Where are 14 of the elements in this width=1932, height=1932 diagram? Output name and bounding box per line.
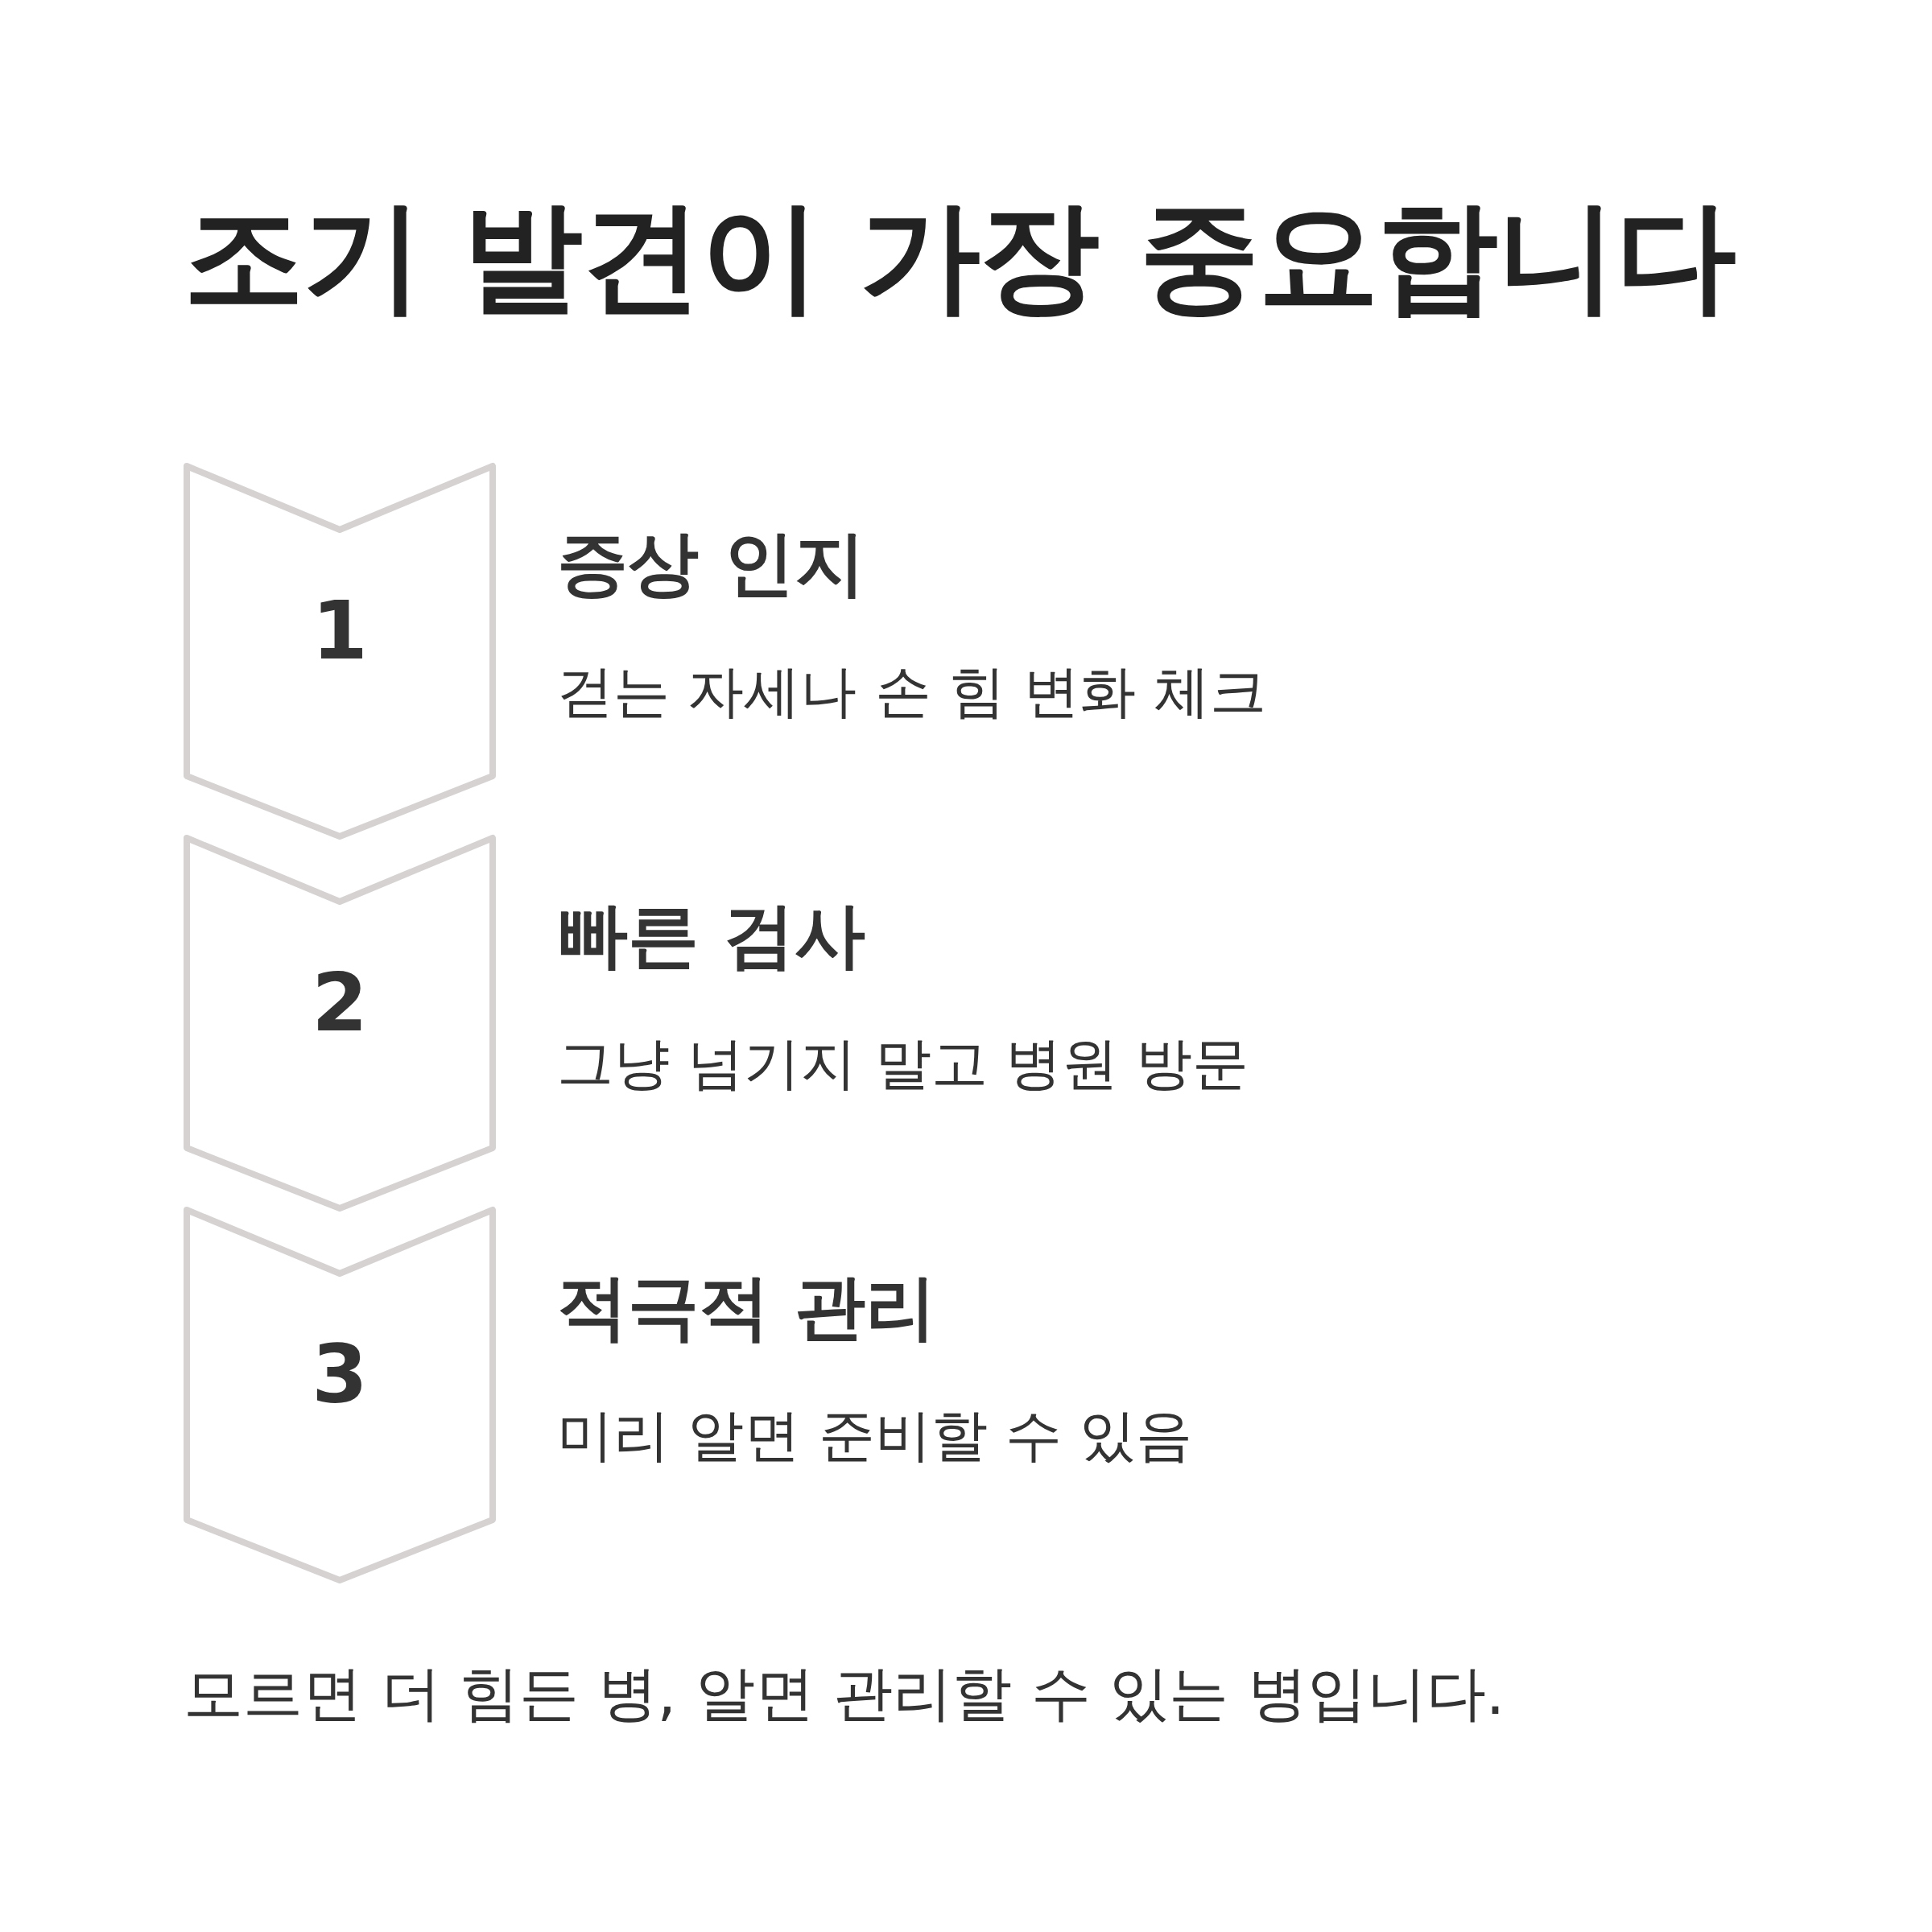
step-description: 그냥 넘기지 말고 병원 방문 [557, 1035, 1249, 1092]
numbered-step-badge [183, 834, 497, 1212]
caption: 모르면 더 힘든 병, 알면 관리할 수 있는 병입니다. [184, 1657, 1505, 1729]
step-number: 1 [312, 591, 368, 671]
step-description: 미리 알면 준비할 수 있음 [557, 1407, 1192, 1463]
step-number: 3 [312, 1335, 368, 1415]
numbered-step-badge [183, 1206, 497, 1584]
step-heading: 빠른 검사 [557, 900, 865, 971]
step-heading: 적극적 관리 [557, 1272, 936, 1343]
step-heading: 증상 인지 [557, 528, 865, 599]
title: 조기 발견이 가장 중요합니다 [184, 185, 1735, 328]
numbered-step-badge [183, 462, 497, 840]
step-description: 걷는 자세나 손 힘 변화 체크 [557, 663, 1267, 720]
step-number: 2 [312, 963, 368, 1043]
